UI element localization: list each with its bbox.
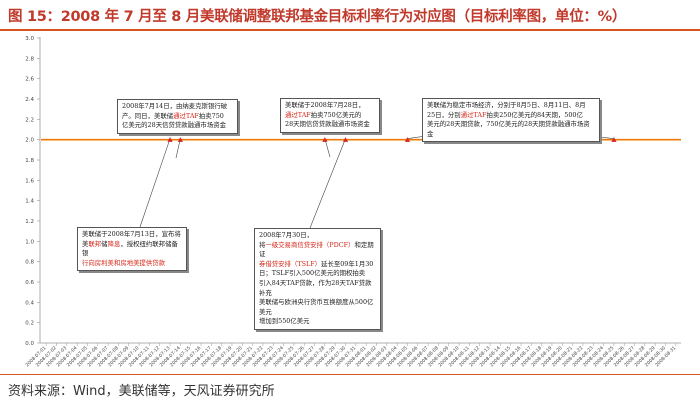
y-tick-label: 2.2 (25, 117, 34, 123)
annotation-text: 拍卖750 (198, 111, 224, 120)
annotation-text: 28天期信贷贷款融通市场资金 (285, 120, 370, 129)
annotation-line: 将一级交易商信贷安排（PDCF）和定期证 (259, 241, 376, 260)
annotation-line: 28天期信贷贷款融通市场资金 (285, 120, 375, 130)
annotation-highlight: 通过TAF (460, 110, 487, 119)
annotation-highlight: 通过TAF (285, 110, 311, 119)
y-tick-label: 1.8 (25, 158, 34, 164)
y-tick-label: 2.8 (25, 56, 34, 62)
annotation-text: 拍卖750亿美元的 (310, 110, 362, 119)
pointer-jul30 (309, 138, 346, 229)
annotation-text: 美联储为稳定市场经济，分别于8月5日、8月11日、8月 (427, 101, 586, 109)
annotation-text: 美 (82, 239, 89, 248)
y-tick-label: 2.6 (25, 77, 34, 83)
annotation-text: 2008年7月14日，由纳麦克斯银行破 (122, 102, 228, 110)
y-tick-label: 0.6 (25, 280, 34, 286)
annotation-line: 亿美元的28天信贷贷款融通市场资金 (122, 121, 233, 131)
annotation-text: 亿美元的28天 (122, 121, 163, 130)
rate-marker (404, 137, 411, 142)
annotation-line: 美联邦储降息，授权纽约联邦储备银 (82, 240, 182, 259)
y-tick-label: 2.4 (25, 97, 34, 103)
chart-title: 图 15：2008 年 7 月至 8 月美联储调整联邦基金目标利率行为对应图（目… (8, 9, 627, 25)
annotation-text: 美元的28天期贷款，750亿美元的28天期贷款融通市场资金 (427, 120, 590, 138)
annotation-text: 增加到550亿美元 (259, 317, 310, 326)
y-tick-label: 0.8 (25, 260, 34, 266)
annotation-jul13: 美联储于2008年7月13日，宣布将美联邦储降息，授权纽约联邦储备银行向房利美和… (77, 227, 187, 272)
annotation-text: 信贷贷款 (162, 121, 188, 130)
annotation-line: 美元的28天期贷款，750亿美元的28天期贷款融通市场资金 (427, 120, 595, 139)
rate-chart: 0.0 0.2 0.4 0.6 0.8 1.0 1.2 1.4 1.6 1.8 2.0 2.2 2.4 2… (24, 36, 681, 368)
annotation-line: 引入84天TAF贷款，作为28天TAF贷款补充 (259, 279, 376, 298)
annotation-highlight: 行向房利美和房地美提供贷款 (82, 258, 166, 267)
y-axis-ticks: 0.0 0.2 0.4 0.6 0.8 1.0 1.2 1.4 1.6 1.8 2.0 2.2 2.4 2… (25, 36, 40, 347)
annotation-line: 券借贷安排（TSLF）延长至09年1月30 (259, 260, 376, 270)
title-divider (0, 29, 700, 31)
pointer-jul14 (175, 138, 181, 159)
annotation-line: 美联储于2008年7月13日，宣布将 (82, 230, 182, 240)
annotation-line: 25日，分别通过TAF拍卖250亿美元的84天期，500亿 (427, 111, 595, 121)
annotation-line: 产。同日，美联储通过TAF拍卖750 (122, 112, 233, 122)
annotation-highlight: 一级交易商信贷安排（PDCF） (265, 240, 355, 249)
annotation-line: 增加到550亿美元 (259, 317, 376, 327)
annotation-line: 2008年7月30日， (259, 231, 376, 241)
annotation-text: 储 (101, 239, 108, 248)
annotation-highlight: 联邦 (88, 239, 102, 248)
annotation-text: 美联储与欧洲央行货币互换额度从500亿美元 (259, 298, 374, 316)
x-axis-ticks: 2008-07-012008-07-022008-07-032008-07-04… (24, 343, 677, 368)
rate-marker (322, 137, 328, 142)
annotation-text: 引入84天TAF贷款，作为28天TAF贷款补充 (259, 279, 372, 297)
annotation-text: 拍卖250亿美元的84天期，500亿 (486, 110, 583, 119)
y-tick-label: 0.2 (25, 321, 34, 327)
annotation-text: 25日，分别 (427, 110, 461, 119)
annotation-text: 美联储于2008年7月28日， (285, 101, 365, 109)
y-tick-label: 2.0 (25, 138, 34, 144)
pointer-jul13 (139, 138, 171, 228)
rate-marker (177, 137, 183, 142)
annotation-text: 日；TSLF引入500亿美元的期权拍卖 (259, 269, 366, 278)
annotation-line: 通过TAF拍卖750亿美元的 (285, 111, 375, 121)
annotation-text: 2008年7月30日， (259, 231, 314, 239)
annotation-text: 和定期证 (259, 240, 374, 259)
annotation-jul30: 2008年7月30日，将一级交易商信贷安排（PDCF）和定期证券借贷安排（TSL… (254, 228, 381, 331)
y-tick-label: 1.6 (25, 178, 34, 184)
annotation-text: 融通市场资金 (187, 121, 226, 130)
annotation-text: 延长至09年1月30 (321, 259, 374, 268)
y-tick-label: 0.4 (25, 300, 34, 306)
y-tick-label: 1.4 (25, 199, 34, 205)
annotation-text: 将 (259, 240, 266, 249)
y-tick-label: 1.0 (25, 239, 34, 245)
rate-marker (167, 137, 173, 142)
annotation-text: 美联储于2008年7月13日，宣布将 (82, 230, 181, 238)
rate-marker (611, 137, 617, 142)
annotation-text: 产。同日，美联储 (122, 111, 174, 120)
source-divider (0, 374, 700, 375)
annotation-highlight: 券借贷安排（TSLF） (259, 259, 322, 268)
annotation-line: 美联储与欧洲央行货币互换额度从500亿美元 (259, 298, 376, 317)
annotation-line: 2008年7月14日，由纳麦克斯银行破 (122, 102, 233, 112)
y-tick-label: 1.2 (25, 219, 34, 225)
annotation-highlight: 通过TAF (173, 111, 199, 120)
annotation-line: 美联储于2008年7月28日， (285, 101, 375, 111)
annotation-line: 行向房利美和房地美提供贷款 (82, 259, 182, 269)
y-tick-label: 3.0 (25, 36, 34, 42)
annotation-line: 日；TSLF引入500亿美元的期权拍卖 (259, 269, 376, 279)
y-tick-label: 0.0 (25, 341, 34, 347)
source-note: 资料来源：Wind，美联储等，天风证券研究所 (8, 384, 275, 399)
annotation-text: ，授权纽约联邦储备银 (82, 239, 178, 258)
annotation-highlight: 降息 (107, 239, 121, 248)
rate-marker (342, 137, 349, 142)
annotation-line: 美联储为稳定市场经济，分别于8月5日、8月11日、8月 (427, 101, 595, 111)
